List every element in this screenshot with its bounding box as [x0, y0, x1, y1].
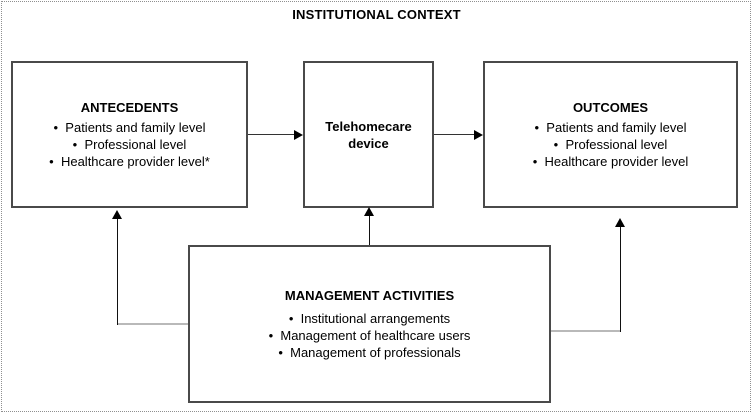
device-to-outcomes-arrowhead-icon	[474, 130, 483, 140]
device-to-outcomes-line	[434, 134, 474, 135]
management-activities-heading: MANAGEMENT ACTIVITIES	[284, 288, 455, 303]
outcomes-box: OUTCOMES Patients and family level Profe…	[483, 61, 738, 208]
management-to-antecedents-arrowhead-icon	[112, 210, 122, 219]
management-to-outcomes-arrowhead-icon	[615, 218, 625, 227]
management-to-device-arrowhead-icon	[364, 207, 374, 216]
management-to-antecedents-hline	[117, 323, 188, 325]
antecedents-box: ANTECEDENTS Patients and family level Pr…	[11, 61, 248, 208]
management-to-outcomes-hline	[551, 330, 620, 332]
outcomes-item: Healthcare provider level	[533, 153, 688, 170]
management-to-device-line	[369, 216, 370, 245]
telehomecare-device-label: Telehomecare device	[325, 118, 412, 151]
management-item: Institutional arrangements	[289, 310, 451, 327]
outcomes-item: Professional level	[554, 136, 667, 153]
management-activities-box: MANAGEMENT ACTIVITIES Institutional arra…	[188, 245, 551, 403]
antecedents-item: Professional level	[73, 136, 186, 153]
antecedents-heading: ANTECEDENTS	[80, 100, 179, 115]
management-item: Management of healthcare users	[269, 327, 470, 344]
management-to-antecedents-vline	[117, 219, 118, 325]
management-to-outcomes-vline	[620, 227, 621, 332]
antecedents-to-device-line	[248, 134, 294, 135]
management-item: Management of professionals	[278, 344, 461, 361]
telehomecare-device-box: Telehomecare device	[303, 61, 434, 208]
outcomes-heading: OUTCOMES	[572, 100, 649, 115]
outcomes-item: Patients and family level	[535, 119, 686, 136]
antecedents-item: Healthcare provider level*	[49, 153, 210, 170]
diagram-title: INSTITUTIONAL CONTEXT	[292, 7, 461, 22]
antecedents-item: Patients and family level	[54, 119, 205, 136]
antecedents-to-device-arrowhead-icon	[294, 130, 303, 140]
